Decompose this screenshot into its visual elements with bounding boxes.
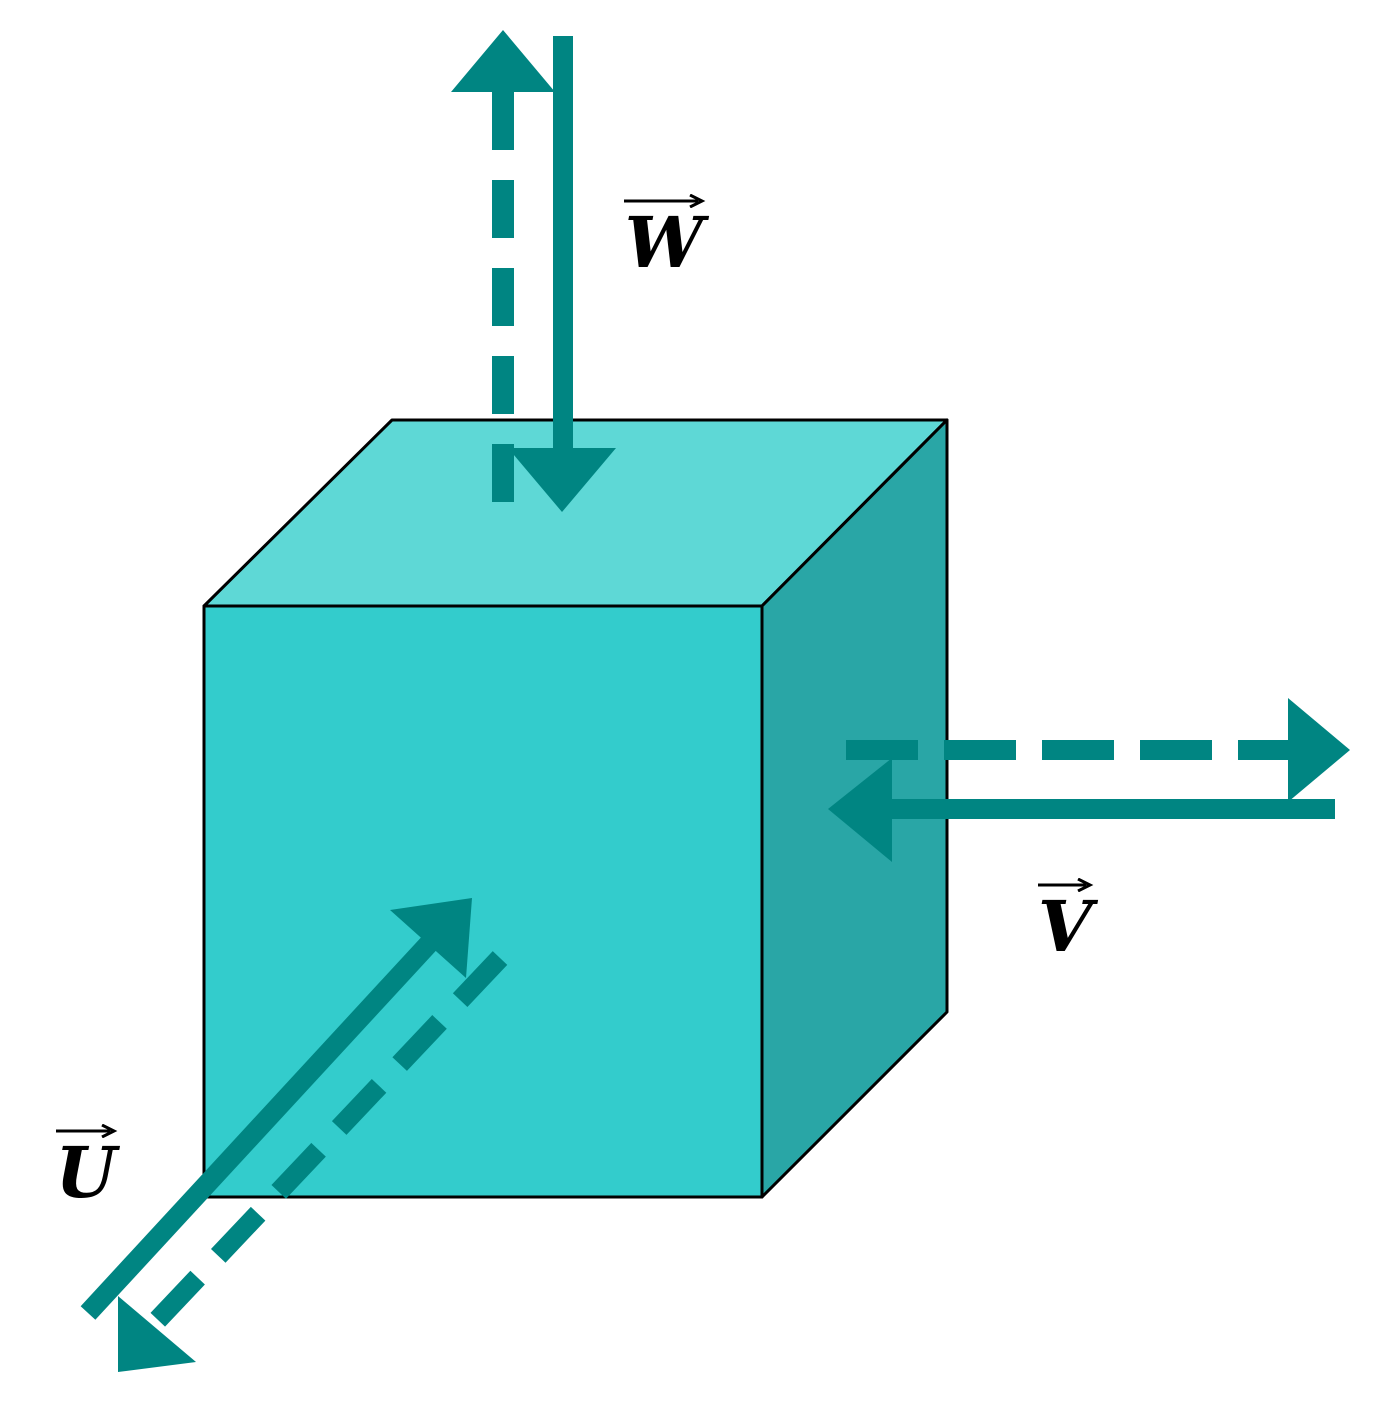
w-vector-arrows [451,30,616,512]
u-solid-arrowhead [390,898,472,978]
w-dashed-arrowhead [451,30,555,92]
v-overarrow-icon [1036,878,1094,892]
v-dashed-arrowhead [1288,698,1350,802]
u-overarrow-icon [54,1124,118,1138]
v-vector-arrows [828,698,1350,862]
u-vector-label: U [54,1124,118,1208]
w-solid-arrowhead [508,448,616,512]
v-solid-arrowhead [828,758,892,862]
v-label-text: V [1037,885,1093,968]
w-overarrow-icon [622,194,706,208]
w-vector-label: W [622,194,706,278]
u-dashed-arrowhead [118,1296,196,1372]
u-vector-arrows [80,898,508,1372]
u-label-text: U [55,1131,117,1214]
w-label-text: W [624,201,704,284]
v-vector-label: V [1036,878,1094,962]
u-solid-shaft [80,930,443,1320]
